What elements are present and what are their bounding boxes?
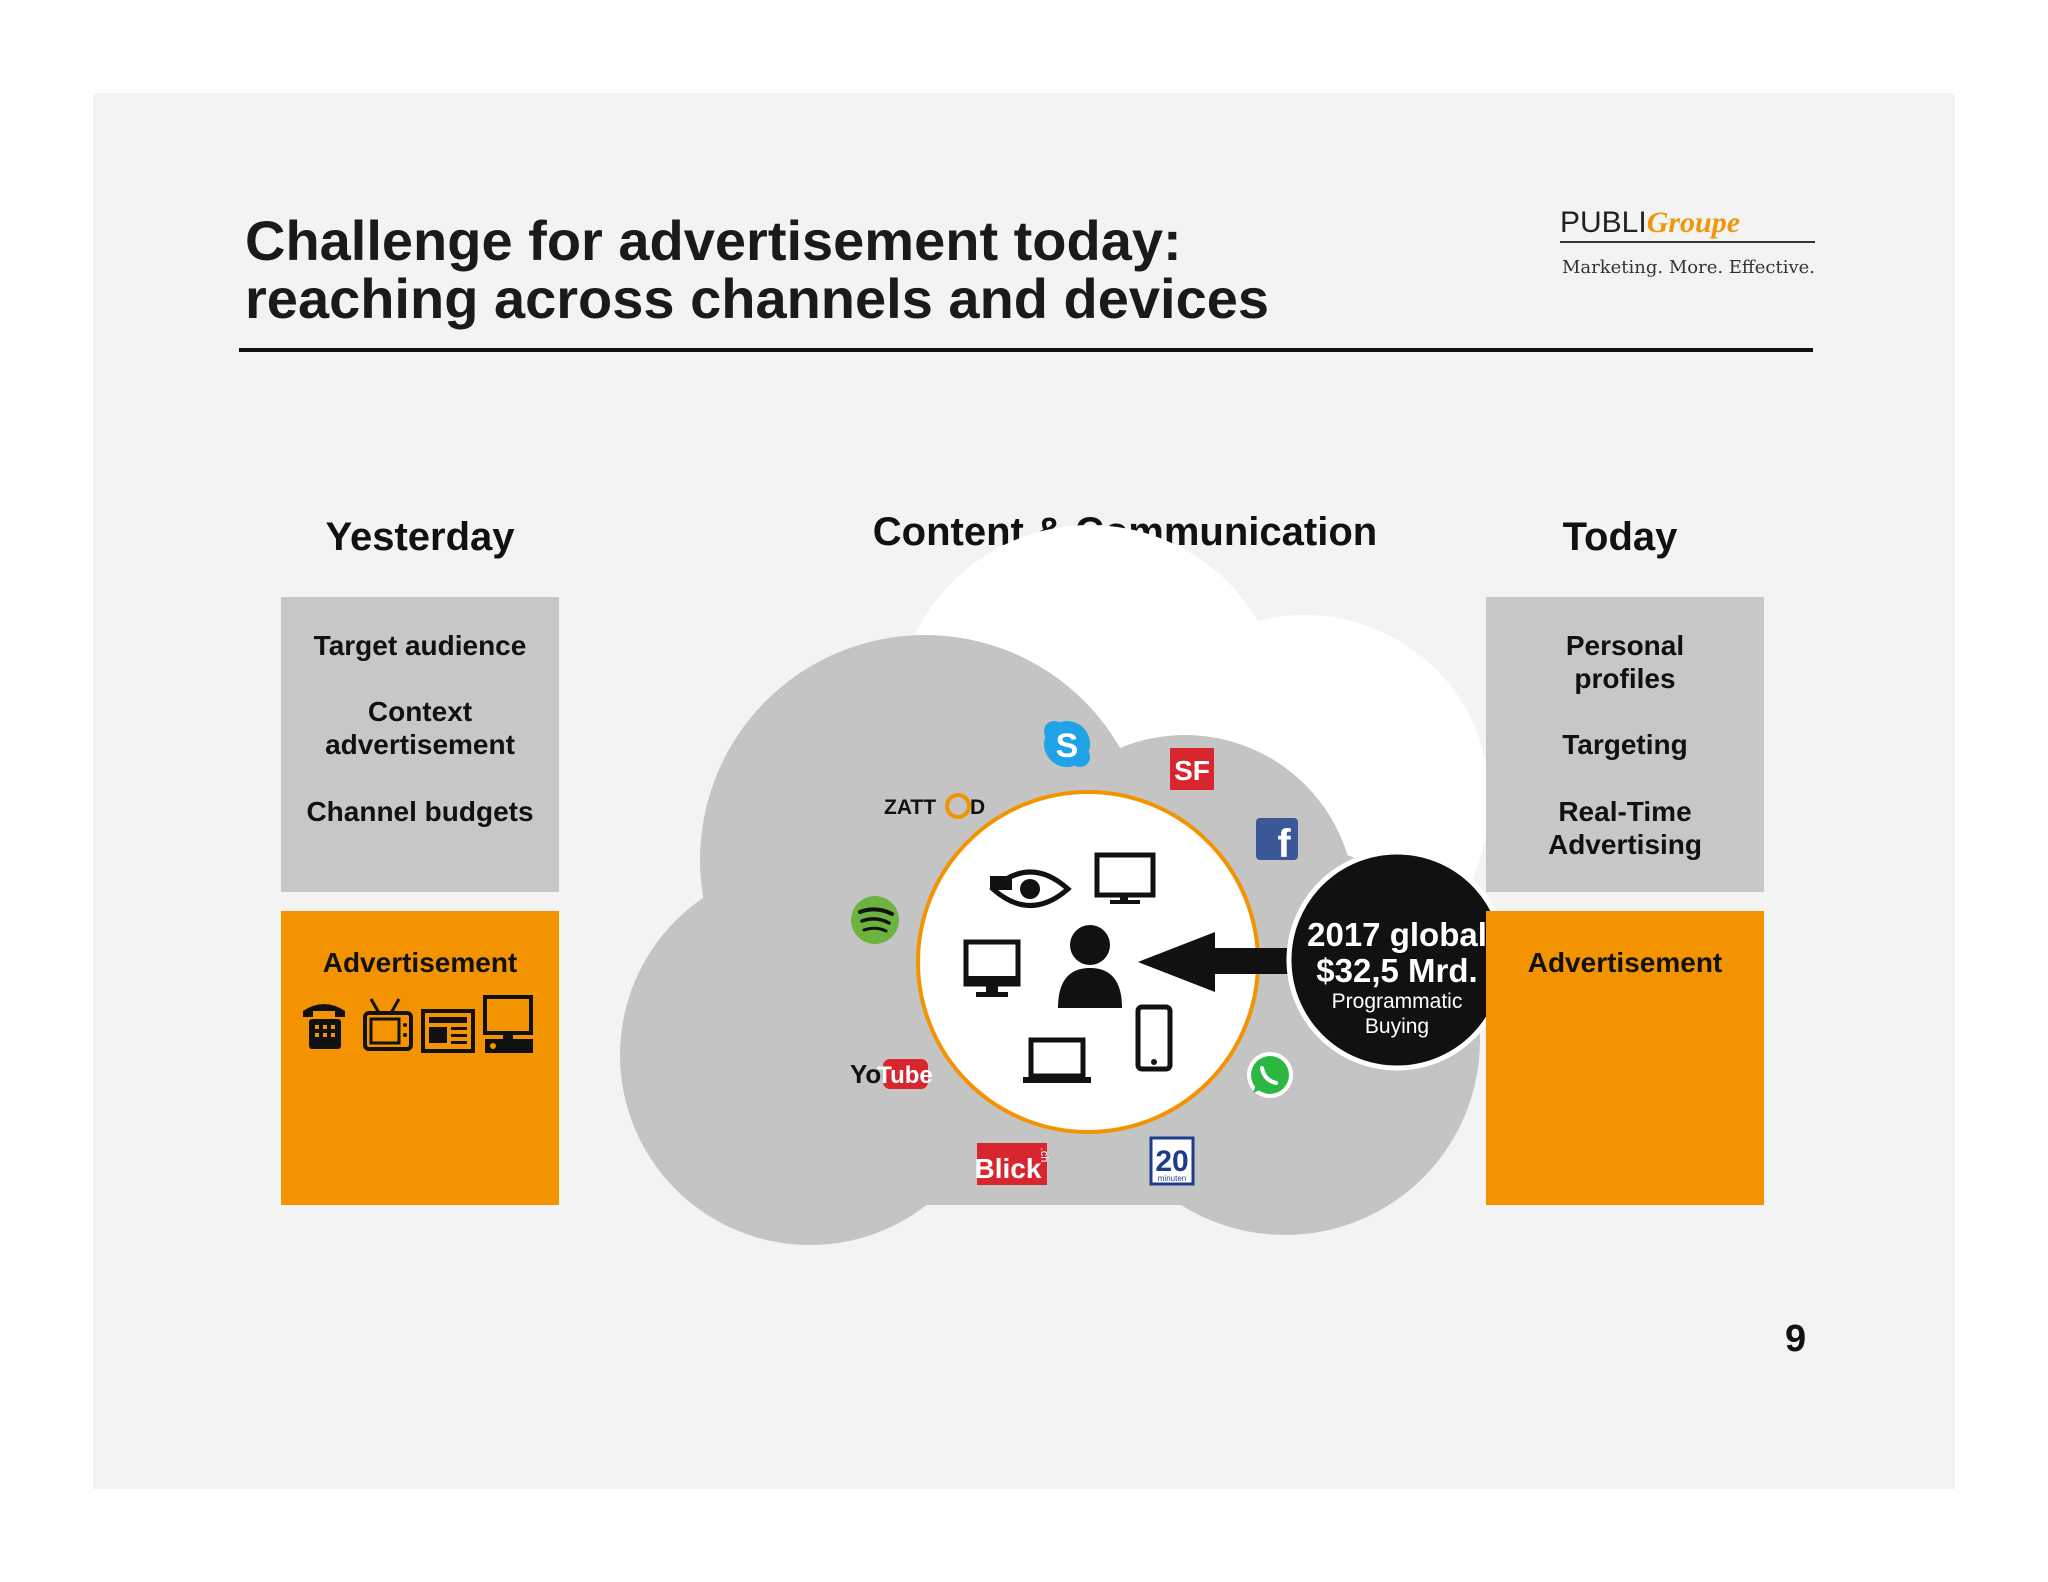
- zattoo-logo-text: ZATT: [884, 796, 936, 819]
- badge-line-3: Programmatic: [1332, 990, 1463, 1013]
- zattoo-logo-end: D: [970, 796, 985, 819]
- page-number: 9: [1785, 1318, 1807, 1360]
- today-item-targeting: Targeting: [1562, 729, 1688, 760]
- yesterday-attributes-box: Target audience Context advertisement Ch…: [281, 597, 559, 892]
- yesterday-item-channel-budgets: Channel budgets: [306, 796, 534, 827]
- tv-icon: [363, 998, 413, 1051]
- whatsapp-icon: [1247, 1052, 1293, 1098]
- yesterday-heading: Yesterday: [325, 515, 515, 559]
- sf-logo-text: SF: [1174, 755, 1210, 786]
- smart-glasses-icon: [989, 869, 1072, 908]
- youtube-logo: You Tube: [850, 1059, 933, 1089]
- logo-brand-prefix: PUBLI: [1560, 206, 1647, 239]
- today-item-profiles: profiles: [1574, 663, 1676, 694]
- smartphone-icon: [1135, 1004, 1173, 1072]
- title-divider: [239, 348, 1813, 352]
- traditional-media-icons: [303, 995, 533, 1053]
- today-heading: Today: [1562, 515, 1678, 559]
- today-item-personal: Personal: [1565, 630, 1685, 661]
- logo-tagline: Marketing. More. Effective.: [1561, 257, 1815, 278]
- sf-logo: SF: [1170, 748, 1214, 790]
- yesterday-ad-label: Advertisement: [322, 947, 518, 978]
- blick-logo: Blick .ch: [975, 1143, 1050, 1185]
- tv-screen-icon: [1094, 852, 1156, 904]
- title-line-2: reaching across channels and devices: [245, 267, 1270, 330]
- spotify-icon: [851, 896, 899, 944]
- arrow-icon: [1138, 932, 1295, 992]
- blick-logo-ch: .ch: [1038, 1148, 1050, 1163]
- 20-minuten-sub: minuten: [1158, 1174, 1186, 1183]
- today-advertisement-box: Advertisement: [1486, 911, 1764, 1205]
- svg-text:f: f: [1277, 822, 1291, 866]
- today-item-advertising: Advertising: [1547, 829, 1703, 860]
- logo-underline: [1560, 241, 1815, 243]
- programmatic-buying-badge: 2017 global $32,5 Mrd. Programmatic Buyi…: [1286, 849, 1508, 1071]
- svg-text:S: S: [1056, 727, 1079, 765]
- today-ad-label: Advertisement: [1527, 947, 1723, 978]
- skype-icon: S: [1044, 721, 1090, 767]
- title-line-1: Challenge for advertisement today:: [245, 209, 1182, 272]
- laptop-icon: [1023, 1037, 1091, 1083]
- 20-minuten-logo: 20 minuten: [1149, 1136, 1195, 1186]
- today-attributes-box: Personal profiles Targeting Real-Time Ad…: [1486, 597, 1764, 892]
- computer-monitor-icon: [483, 995, 533, 1053]
- zattoo-logo: ZATT D: [884, 793, 985, 819]
- badge-line-2: $32,5 Mrd.: [1316, 952, 1477, 989]
- 20-minuten-number: 20: [1155, 1145, 1188, 1178]
- yesterday-item-target-audience: Target audience: [313, 630, 527, 661]
- today-item-real-time: Real-Time: [1558, 796, 1692, 827]
- youtube-tube: Tube: [877, 1062, 933, 1089]
- publigroupe-logo: PUBLIGroupe Marketing. More. Effective.: [1560, 205, 1815, 278]
- yesterday-item-advertisement: advertisement: [325, 729, 515, 760]
- telephone-icon: [303, 1004, 345, 1049]
- slide-title: Challenge for advertisement today: reach…: [245, 212, 1269, 328]
- logo-brand-suffix: Groupe: [1646, 206, 1741, 239]
- badge-line-1: 2017 global: [1307, 916, 1487, 953]
- yesterday-item-context: Context: [367, 696, 473, 727]
- person-icon: [1058, 925, 1122, 1008]
- badge-line-4: Buying: [1365, 1015, 1429, 1038]
- facebook-icon: f: [1256, 818, 1298, 866]
- newspaper-icon: [421, 1009, 475, 1053]
- yesterday-advertisement-box: Advertisement: [281, 911, 559, 1205]
- desktop-monitor-icon: [963, 939, 1021, 997]
- blick-logo-text: Blick: [975, 1153, 1042, 1184]
